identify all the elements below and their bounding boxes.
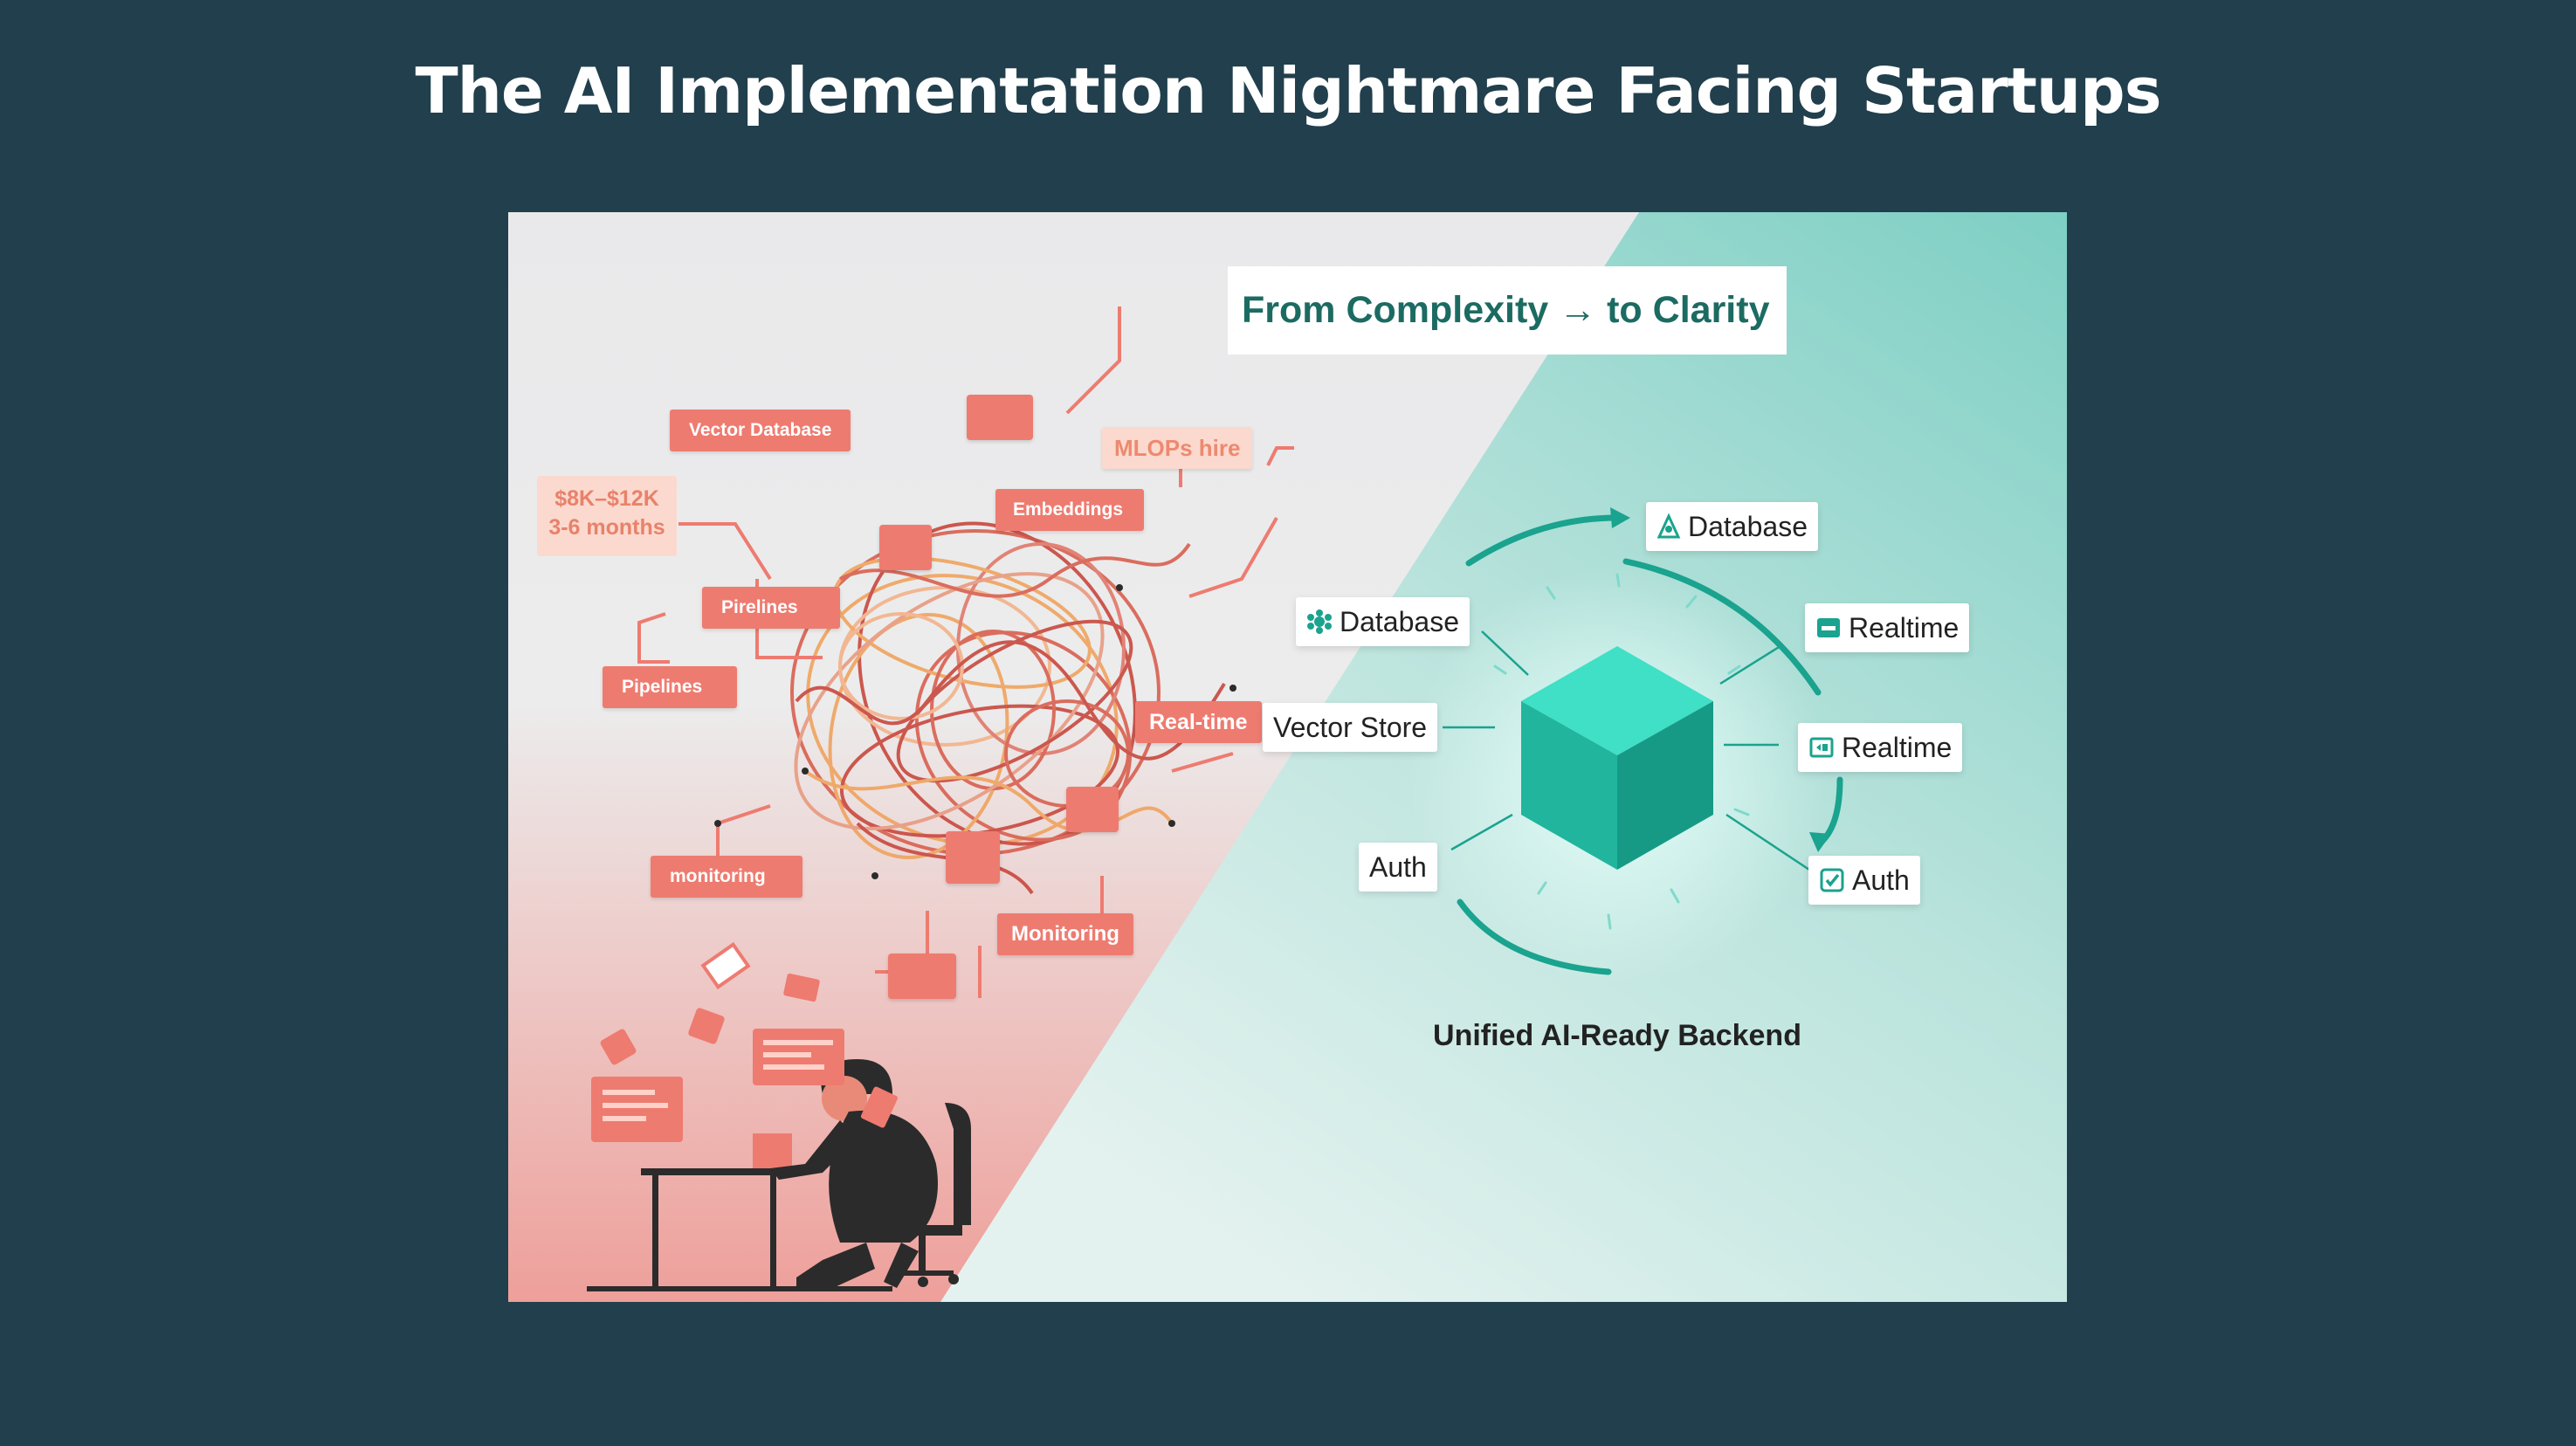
cost-duration: 3-6 months [548,515,665,540]
node-realtime-top-label: Realtime [1849,612,1960,644]
node-realtime-mid-label: Realtime [1842,732,1953,763]
chip-real-time: Real-time [1135,701,1262,743]
node-database-top: Database [1646,502,1818,551]
message-icon [879,525,932,570]
node-realtime-mid: Realtime [1798,723,1963,772]
chip-monitoring-lower: monitoring [651,856,802,898]
node-vector-store: Vector Store [1263,703,1438,752]
node-database-left: Database [1296,597,1470,646]
page-title: The AI Implementation Nightmare Facing S… [415,54,2161,127]
node-auth-left: Auth [1359,843,1437,892]
gear-icon [1307,609,1332,634]
node-auth-right: Auth [1808,856,1920,905]
mail-icon [888,954,956,999]
v-logo-icon [946,831,1000,884]
cost-amount: $8K–$12K [554,486,659,511]
stressed-person-illustration [587,941,971,1291]
folder-icon [967,395,1033,440]
unified-backend-cube [1521,646,1713,870]
clarity-headline: From Complexity → to Clarity [1228,266,1787,355]
node-database-top-label: Database [1688,511,1808,542]
node-vector-store-label: Vector Store [1273,712,1428,743]
chip-pirelines: Pirelines [702,587,840,629]
node-database-left-label: Database [1340,606,1459,637]
chip-embeddings: Embeddings [995,489,1144,531]
node-realtime-top: Realtime [1805,603,1970,652]
unified-backend-caption: Unified AI-Ready Backend [1433,1019,1801,1052]
auth-icon [1820,868,1844,892]
database-icon [1656,513,1681,539]
monitor-icon [1066,787,1119,832]
node-auth-right-label: Auth [1852,864,1910,896]
chip-vector-database: Vector Database [670,410,851,451]
node-auth-left-label: Auth [1369,851,1427,883]
chip-mlops-hire: MLOPs hire [1102,427,1253,469]
chip-pipelines: Pipelines [603,666,737,708]
realtime-icon [1809,737,1834,758]
chip-monitoring: Monitoring [997,913,1133,955]
cost-estimate: $8K–$12K 3-6 months [537,476,677,556]
realtime-icon [1817,618,1840,637]
illustration-panel: Vector Database MLOPs hire $8K–$12K 3-6 … [508,212,2067,1302]
